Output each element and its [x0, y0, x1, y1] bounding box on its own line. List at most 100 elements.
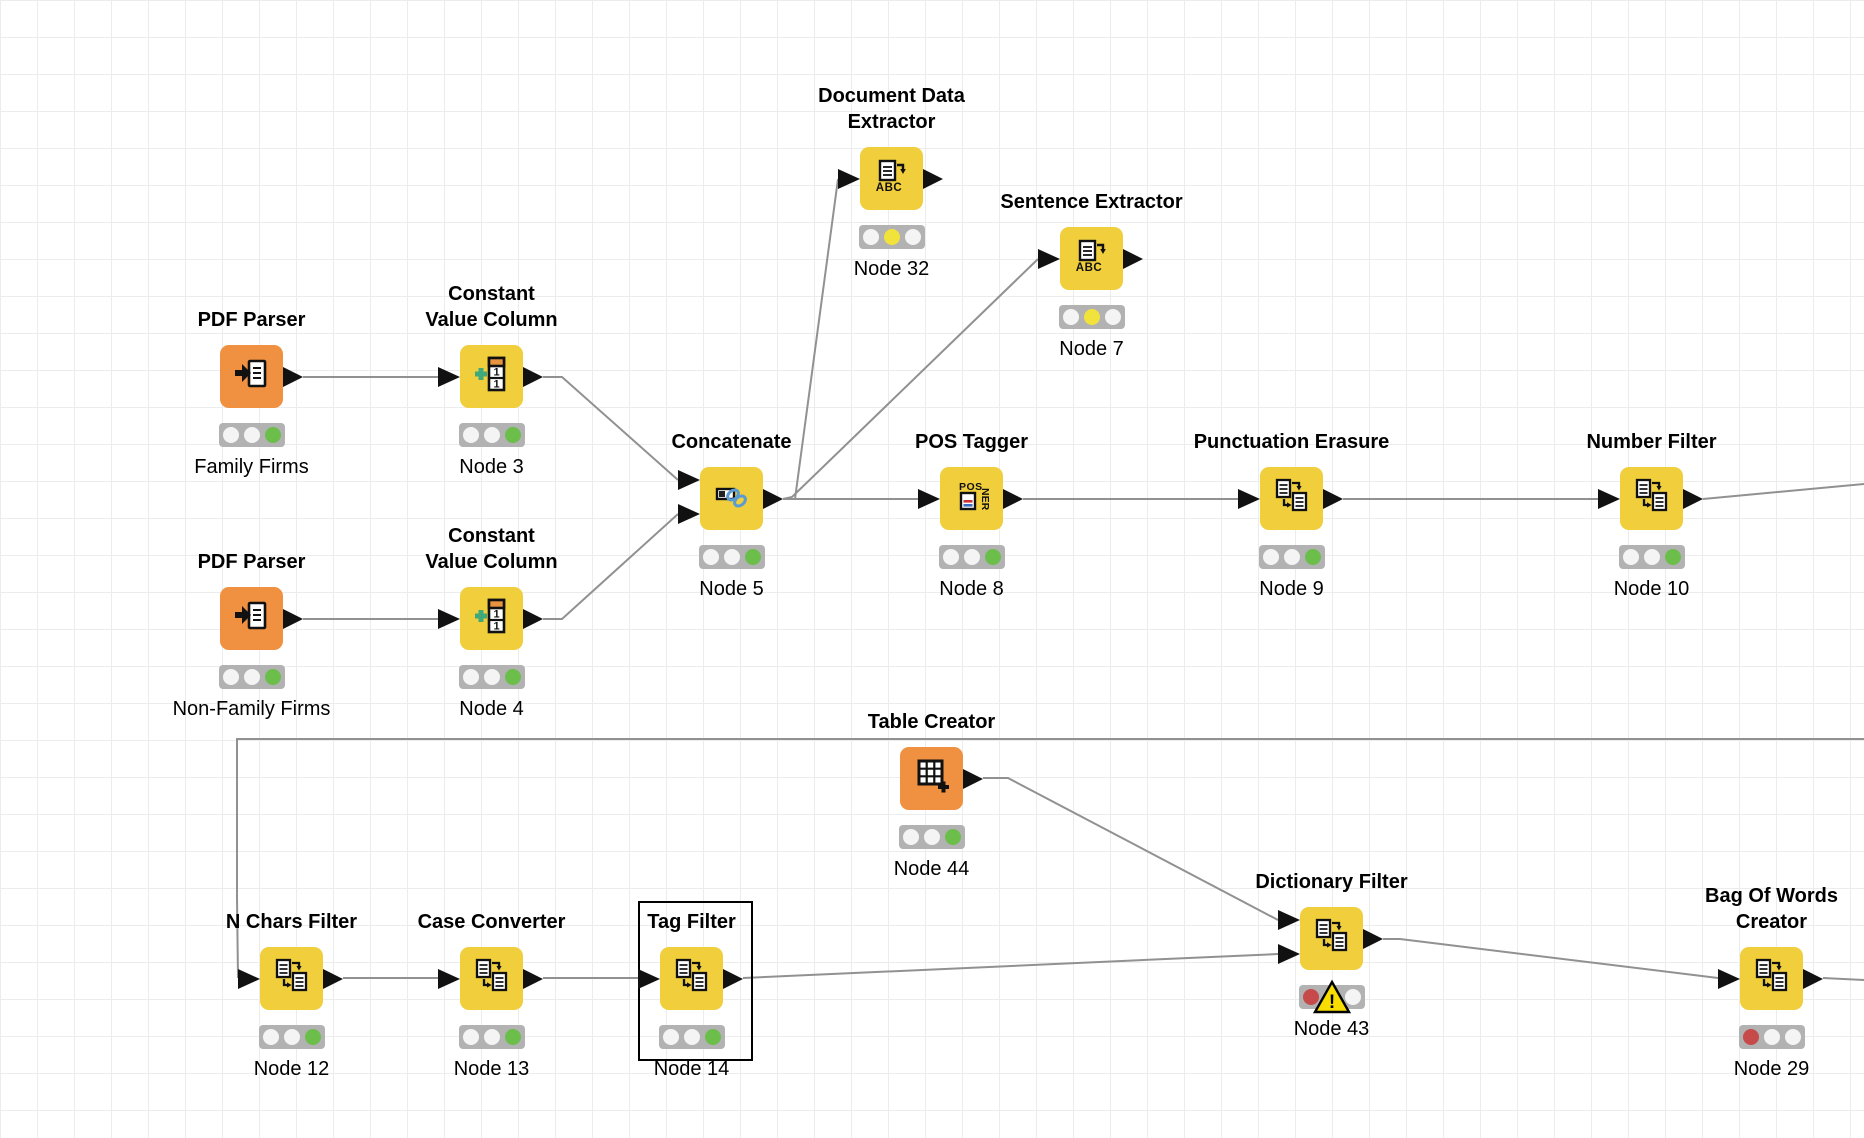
table-creator-44-title: Table Creator — [867, 711, 996, 733]
tag-filter-14-title: Tag Filter — [647, 911, 736, 933]
connection-constant-value-column-3-to-concatenate-5[interactable] — [543, 376, 679, 481]
document-data-extractor-32-name: Node 32 — [853, 258, 930, 280]
constant-value-column-4-title: Constant Value Column — [425, 525, 558, 573]
connection-dictionary-filter-43-to-bag-of-words-creator-29[interactable] — [1383, 938, 1719, 979]
input-port[interactable] — [918, 489, 940, 509]
status-bulb — [222, 427, 239, 443]
constant-value-column-4-node[interactable]: 1 1 — [438, 587, 543, 650]
preprocessing-icon — [272, 956, 312, 1001]
output-port[interactable] — [723, 969, 743, 989]
output-port[interactable] — [523, 367, 543, 387]
status-bulb — [304, 1029, 321, 1045]
output-port[interactable] — [323, 969, 343, 989]
pdf-parser-nonfamily-node[interactable] — [220, 587, 303, 650]
output-port[interactable] — [283, 367, 303, 387]
table-creator-icon — [912, 756, 952, 801]
n-chars-filter-12-node[interactable] — [238, 947, 343, 1010]
concatenate-5-name: Node 5 — [699, 578, 764, 600]
connection-constant-value-column-4-to-concatenate-5[interactable] — [543, 513, 679, 620]
connection-number-filter-10-to-off-screen-right[interactable] — [1702, 483, 1864, 500]
status-bulb — [942, 549, 959, 565]
input-port[interactable] — [678, 504, 700, 524]
sentence-extractor-7-node[interactable]: ABC — [1038, 227, 1143, 290]
pos-tagger-8-node[interactable]: POS NER — [918, 467, 1023, 530]
input-port[interactable] — [1038, 249, 1060, 269]
tag-filter-14-name: Node 14 — [653, 1058, 730, 1080]
output-port[interactable] — [763, 489, 783, 509]
pdf-parser-family-title: PDF Parser — [197, 309, 306, 331]
status-bulb — [1083, 309, 1100, 325]
traffic-light-green — [938, 545, 1005, 569]
warning-icon: ! — [1312, 979, 1351, 1022]
case-converter-13-node[interactable] — [438, 947, 543, 1010]
traffic-light-yellow — [858, 225, 925, 249]
pos-tagger-8-title: POS Tagger — [915, 431, 1028, 453]
dictionary-filter-43-node[interactable] — [1278, 907, 1383, 970]
status-bulb — [744, 549, 761, 565]
connection-bag-of-words-creator-29-to-off-screen-right[interactable] — [1822, 977, 1864, 981]
svg-text:ABC: ABC — [875, 182, 901, 194]
output-port[interactable] — [1003, 489, 1023, 509]
constant-value-column-3-node[interactable]: 1 1 — [438, 345, 543, 408]
output-port[interactable] — [1123, 249, 1143, 269]
status-bulb — [662, 1029, 679, 1045]
pdf-parser-icon — [232, 596, 272, 641]
input-port[interactable] — [678, 470, 700, 490]
document-data-extractor-32-node[interactable]: ABC — [838, 147, 943, 210]
dictionary-filter-43-title: Dictionary Filter — [1255, 871, 1408, 893]
table-creator-44-node[interactable] — [900, 747, 983, 810]
bag-of-words-creator-29-node[interactable] — [1718, 947, 1823, 1010]
output-port[interactable] — [923, 169, 943, 189]
output-port[interactable] — [1363, 929, 1383, 949]
constant-value-column-3-name: Node 3 — [459, 456, 524, 478]
sentence-extractor-7-name: Node 7 — [1059, 338, 1124, 360]
input-port[interactable] — [1278, 944, 1300, 964]
preprocessing-icon — [1312, 916, 1352, 961]
connection-off-screen-right-to-n-chars-filter-12[interactable] — [236, 738, 1864, 979]
punctuation-erasure-9-node[interactable] — [1238, 467, 1343, 530]
pdf-parser-family-node[interactable] — [220, 345, 303, 408]
input-port[interactable] — [1238, 489, 1260, 509]
input-port[interactable] — [1718, 969, 1740, 989]
input-port[interactable] — [238, 969, 260, 989]
status-bulb — [904, 229, 921, 245]
status-bulb — [483, 1029, 500, 1045]
output-port[interactable] — [283, 609, 303, 629]
input-port[interactable] — [1598, 489, 1620, 509]
status-bulb — [283, 1029, 300, 1045]
status-bulb — [883, 229, 900, 245]
pos-tagger-icon: POS NER — [952, 476, 992, 521]
concatenate-5-node[interactable] — [678, 467, 783, 530]
connection-tag-filter-14-to-dictionary-filter-43[interactable] — [742, 953, 1279, 979]
sentence-extractor-7-title: Sentence Extractor — [1000, 191, 1183, 213]
status-bulb — [944, 829, 961, 845]
input-port[interactable] — [438, 969, 460, 989]
traffic-light-green — [1618, 545, 1685, 569]
number-filter-10-node[interactable] — [1598, 467, 1703, 530]
status-bulb — [483, 427, 500, 443]
input-port[interactable] — [438, 609, 460, 629]
connection-concatenate-5-to-sentence-extractor-7[interactable] — [782, 258, 1039, 500]
connection-table-creator-44-to-dictionary-filter-43[interactable] — [983, 777, 1279, 921]
status-bulb — [264, 427, 281, 443]
status-bulb — [504, 1029, 521, 1045]
punctuation-erasure-9-name: Node 9 — [1259, 578, 1324, 600]
output-port[interactable] — [1683, 489, 1703, 509]
input-port[interactable] — [1278, 910, 1300, 930]
input-port[interactable] — [638, 969, 660, 989]
output-port[interactable] — [1323, 489, 1343, 509]
output-port[interactable] — [963, 769, 983, 789]
pdf-parser-icon — [232, 354, 272, 399]
status-bulb — [222, 669, 239, 685]
output-port[interactable] — [1803, 969, 1823, 989]
input-port[interactable] — [438, 367, 460, 387]
status-bulb — [723, 549, 740, 565]
case-converter-13-name: Node 13 — [453, 1058, 530, 1080]
status-bulb — [1763, 1029, 1780, 1045]
output-port[interactable] — [523, 609, 543, 629]
output-port[interactable] — [523, 969, 543, 989]
n-chars-filter-12-name: Node 12 — [253, 1058, 330, 1080]
tag-filter-14-node[interactable] — [638, 947, 743, 1010]
input-port[interactable] — [838, 169, 860, 189]
